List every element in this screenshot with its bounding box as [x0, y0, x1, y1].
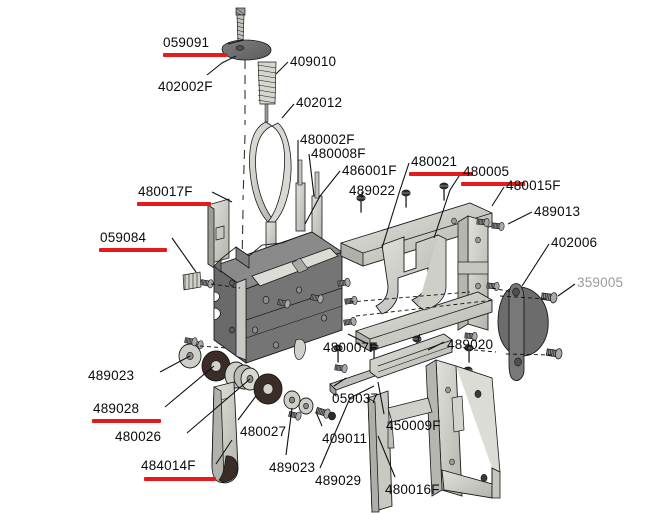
part-402002F-cam-plate: [221, 39, 272, 61]
part-label-480005: 480005: [463, 164, 510, 179]
part-059084-spring: [182, 271, 202, 291]
part-label-489020: 489020: [447, 337, 494, 352]
leader-lines: [159, 39, 576, 478]
highlight-underline-484014F: [144, 477, 216, 481]
part-label-409010: 409010: [290, 54, 337, 69]
part-label-480027: 480027: [240, 424, 287, 439]
part-main-body-block: [213, 231, 343, 364]
part-label-480017F: 480017F: [138, 184, 193, 199]
part-label-450009F: 450009F: [386, 418, 441, 433]
part-label-402002F: 402002F: [158, 79, 213, 94]
part-480016F-frame: [367, 359, 501, 513]
highlight-underline-059084: [99, 248, 167, 252]
part-label-480016F: 480016F: [385, 482, 440, 497]
part-409011-screw: [314, 405, 336, 421]
part-label-484014F: 484014F: [141, 458, 196, 473]
part-label-486001F: 486001F: [342, 163, 397, 178]
part-label-489023: 489023: [269, 460, 316, 475]
highlight-underline-480017F: [137, 202, 211, 206]
part-409010-spring: [257, 61, 277, 123]
part-label-489023: 489023: [88, 368, 135, 383]
leader-lines-dashed: [199, 283, 553, 356]
part-label-480002F: 480002F: [300, 132, 355, 147]
part-label-480015F: 480015F: [506, 178, 561, 193]
part-label-489028: 489028: [93, 401, 140, 416]
part-label-409011: 409011: [322, 431, 368, 446]
part-label-489022: 489022: [349, 183, 396, 198]
highlight-underline-059091: [163, 53, 227, 57]
part-label-359005: 359005: [577, 275, 624, 290]
part-484014F-lever-arm: [211, 381, 239, 484]
part-480002F-rod: [295, 159, 306, 232]
part-402012-yoke: [249, 121, 292, 253]
part-486001F-lever: [375, 234, 447, 315]
part-label-402012: 402012: [296, 95, 343, 110]
part-label-480007F: 480007F: [323, 340, 378, 355]
part-label-480008F: 480008F: [311, 146, 366, 161]
highlight-underline-480005: [461, 182, 525, 186]
part-480017F-bracket: [207, 198, 230, 269]
part-label-489029: 489029: [315, 473, 362, 488]
part-402006-cam-lever: [497, 283, 549, 381]
part-label-480026: 480026: [115, 429, 162, 444]
part-059091-screw: [235, 7, 246, 43]
assembly-centerline: [241, 60, 246, 266]
highlight-underline-489028: [92, 419, 161, 423]
part-label-059084: 059084: [100, 230, 147, 245]
part-label-480021: 480021: [411, 154, 458, 169]
part-label-059037: 059037: [332, 391, 379, 406]
part-label-489013: 489013: [534, 204, 581, 219]
highlight-underline-480021: [409, 172, 473, 176]
part-480008F-rod: [311, 171, 323, 239]
part-label-059091: 059091: [163, 35, 210, 50]
part-label-402006: 402006: [551, 235, 598, 250]
